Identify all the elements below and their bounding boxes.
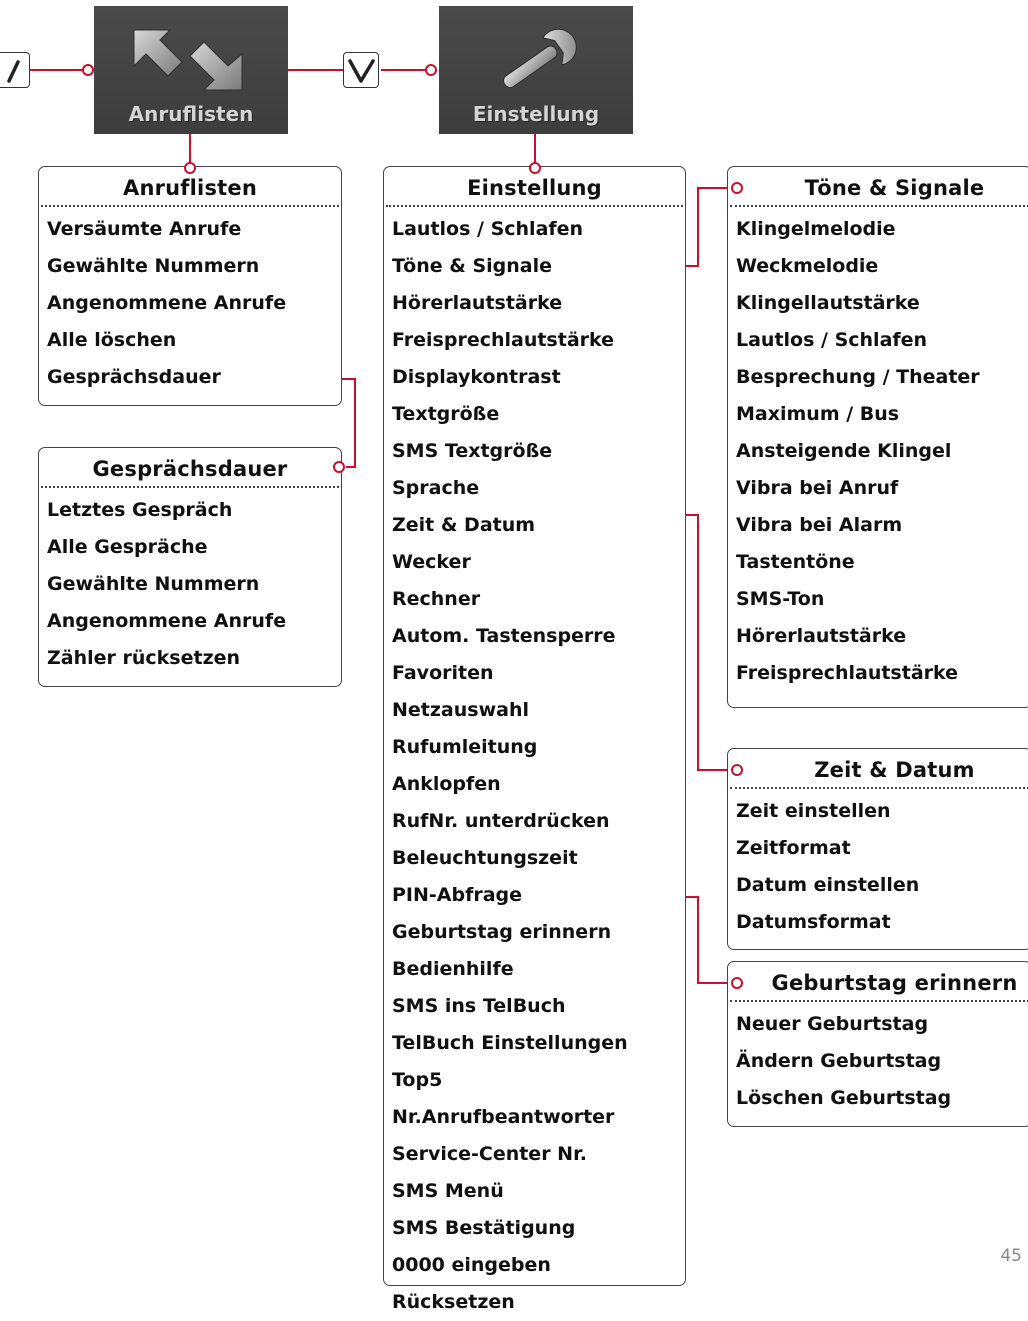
menu-item[interactable]: Klingelmelodie: [736, 218, 896, 240]
menu-item[interactable]: Zeit einstellen: [736, 800, 891, 822]
menu-item[interactable]: Anklopfen: [392, 773, 501, 795]
menu-item[interactable]: Datum einstellen: [736, 874, 920, 896]
menu-item[interactable]: Klingellautstärke: [736, 292, 920, 314]
menu-item[interactable]: Autom. Tastensperre: [392, 625, 616, 647]
menu-item[interactable]: Service-Center Nr.: [392, 1143, 587, 1165]
menu-item[interactable]: Freisprechlautstärke: [736, 662, 959, 684]
arrows-icon: [133, 29, 243, 91]
menu-item[interactable]: Angenommene Anrufe: [47, 610, 287, 632]
menu-item[interactable]: Zähler rücksetzen: [47, 647, 241, 669]
menu-item[interactable]: Letztes Gespräch: [47, 499, 233, 521]
menu-item[interactable]: SMS-Ton: [736, 588, 825, 610]
menu-item[interactable]: Ändern Geburtstag: [736, 1050, 942, 1072]
menu-item[interactable]: Lautlos / Schlafen: [736, 329, 928, 351]
menu-item[interactable]: Löschen Geburtstag: [736, 1087, 952, 1109]
menu-item[interactable]: Beleuchtungszeit: [392, 847, 578, 869]
menu-item[interactable]: Top5: [392, 1069, 443, 1091]
menu-title: Gesprächsdauer: [41, 448, 339, 488]
menu-item[interactable]: Favoriten: [392, 662, 494, 684]
menu-title: Anruflisten: [41, 167, 339, 207]
menu-item[interactable]: Freisprechlautstärke: [392, 329, 615, 351]
connector-dot: [425, 64, 437, 76]
menu-item[interactable]: Gewählte Nummern: [47, 573, 260, 595]
menu-item[interactable]: RufNr. unterdrücken: [392, 810, 610, 832]
menu-item[interactable]: Gesprächsdauer: [47, 366, 221, 388]
menu-item[interactable]: Hörerlautstärke: [392, 292, 563, 314]
prev-checkmark-box[interactable]: [0, 52, 30, 88]
menu-title: Töne & Signale: [730, 167, 1028, 207]
menu-item[interactable]: Rechner: [392, 588, 481, 610]
menu-item[interactable]: Hörerlautstärke: [736, 625, 907, 647]
menu-item[interactable]: Wecker: [392, 551, 471, 573]
wrench-icon: [503, 28, 577, 89]
menu-item[interactable]: Gewählte Nummern: [47, 255, 260, 277]
menu-item[interactable]: Bedienhilfe: [392, 958, 514, 980]
einstellung-tile-label: Einstellung: [472, 102, 600, 126]
menu-item[interactable]: Lautlos / Schlafen: [392, 218, 584, 240]
menu-item[interactable]: Textgröße: [392, 403, 500, 425]
menu-item[interactable]: Nr.Anrufbeantworter: [392, 1106, 615, 1128]
menu-item[interactable]: Zeit & Datum: [392, 514, 536, 536]
menu-item[interactable]: Maximum / Bus: [736, 403, 900, 425]
menu-item[interactable]: Rufumleitung: [392, 736, 538, 758]
connector-dot: [731, 977, 743, 989]
connector-dot: [731, 182, 743, 194]
menu-item[interactable]: Geburtstag erinnern: [392, 921, 612, 943]
anruflisten-tile[interactable]: Anruflisten: [94, 6, 288, 134]
menu-title: Zeit & Datum: [730, 749, 1028, 789]
menu-item[interactable]: Netzauswahl: [392, 699, 529, 721]
menu-item[interactable]: Vibra bei Alarm: [736, 514, 903, 536]
connector-dot: [731, 764, 743, 776]
menu-item[interactable]: Besprechung / Theater: [736, 366, 980, 388]
menu-item[interactable]: Alle Gespräche: [47, 536, 208, 558]
slash-icon: [7, 60, 20, 83]
connector-dot: [184, 162, 196, 174]
chevron-down-icon: [348, 59, 375, 83]
menu-item[interactable]: SMS Menü: [392, 1180, 504, 1202]
menu-item[interactable]: Vibra bei Anruf: [736, 477, 899, 499]
connector-dot: [333, 461, 345, 473]
menu-item[interactable]: Neuer Geburtstag: [736, 1013, 929, 1035]
menu-item[interactable]: Töne & Signale: [392, 255, 552, 277]
menu-item[interactable]: PIN-Abfrage: [392, 884, 523, 906]
menu-item[interactable]: Rücksetzen: [392, 1291, 515, 1313]
page-number: 45: [1000, 1246, 1022, 1266]
menu-title: Einstellung: [386, 167, 683, 207]
menu-item[interactable]: SMS Bestätigung: [392, 1217, 576, 1239]
menu-item[interactable]: Zeitformat: [736, 837, 851, 859]
menu-item[interactable]: 0000 eingeben: [392, 1254, 551, 1276]
menu-item[interactable]: Sprache: [392, 477, 480, 499]
anruflisten-tile-label: Anruflisten: [128, 102, 254, 126]
checkmark-box[interactable]: [343, 52, 379, 88]
menu-item[interactable]: SMS Textgröße: [392, 440, 553, 462]
menu-title: Geburtstag erinnern: [730, 962, 1028, 1002]
menu-item[interactable]: Weckmelodie: [736, 255, 879, 277]
connector-dot: [529, 162, 541, 174]
menu-item[interactable]: Versäumte Anrufe: [47, 218, 242, 240]
einstellung-tile[interactable]: Einstellung: [439, 6, 633, 134]
menu-item[interactable]: Ansteigende Klingel: [736, 440, 952, 462]
menu-item[interactable]: Tastentöne: [736, 551, 855, 573]
menu-item[interactable]: Datumsformat: [736, 911, 891, 933]
menu-item[interactable]: TelBuch Einstellungen: [392, 1032, 628, 1054]
menu-item[interactable]: Angenommene Anrufe: [47, 292, 287, 314]
menu-item[interactable]: Displaykontrast: [392, 366, 561, 388]
menu-item[interactable]: SMS ins TelBuch: [392, 995, 566, 1017]
connector-dot: [82, 64, 94, 76]
menu-item[interactable]: Alle löschen: [47, 329, 177, 351]
